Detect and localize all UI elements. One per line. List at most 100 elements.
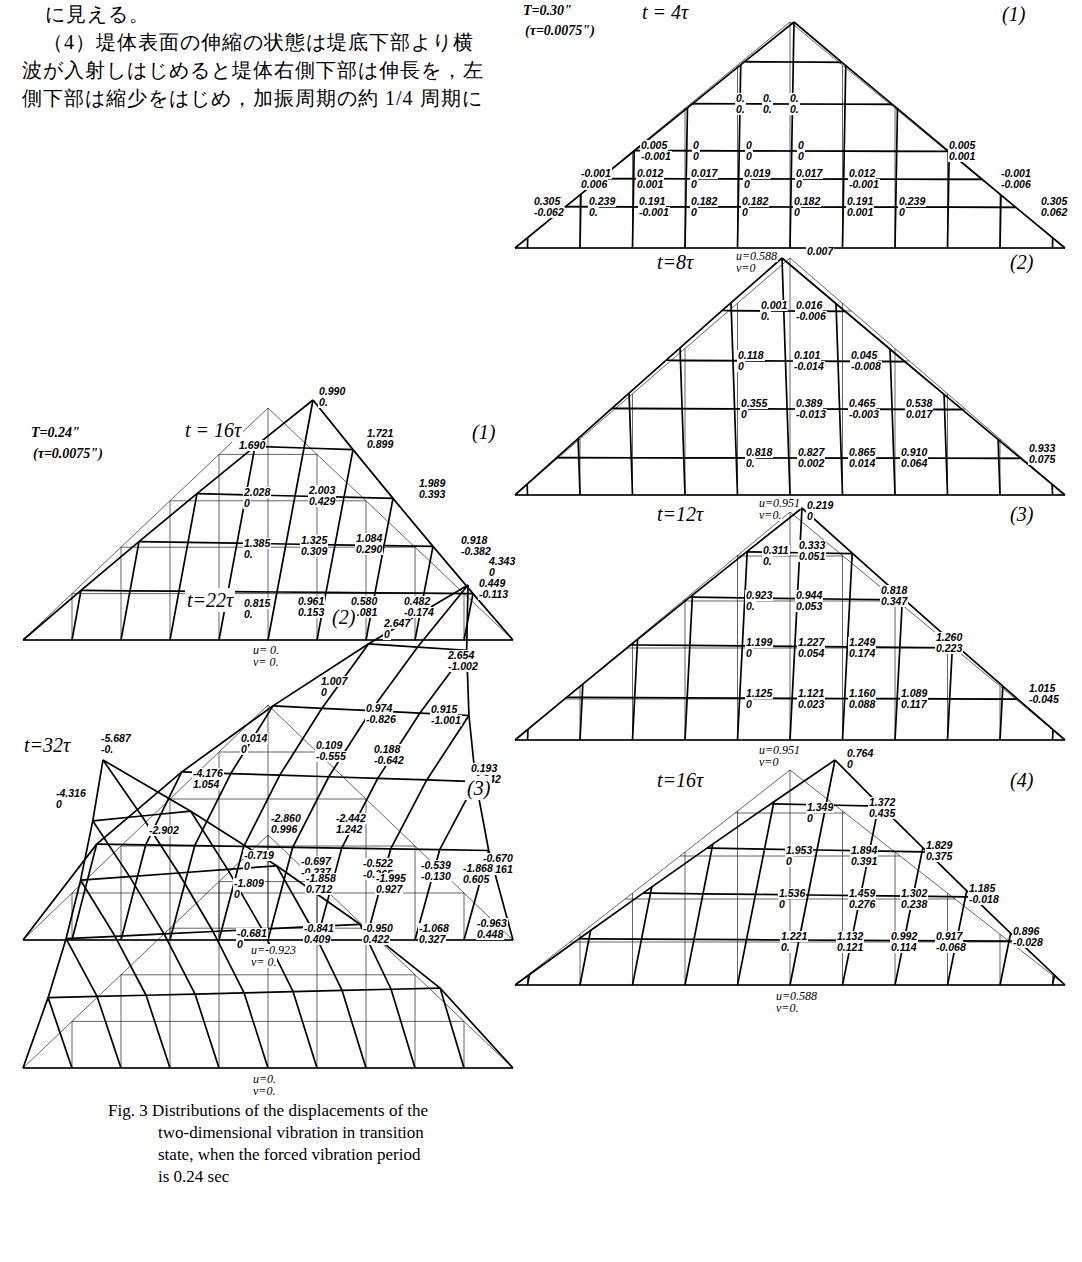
displacement-value: 0 [745,140,753,151]
displacement-value: -0.522 [362,858,394,869]
undeformed-mesh-line [121,975,122,1068]
deformed-mesh-line [731,303,737,495]
undeformed-mesh-line [790,258,1065,495]
displacement-value: 0 [793,207,801,218]
displacement-value: 0. [318,397,329,408]
displacement-value: -2.902 [148,825,180,836]
deformed-mesh-line [23,400,313,640]
undeformed-mesh-line [1000,195,1001,248]
displacement-value: 0.053 [795,601,823,612]
displacement-value: 0.054 [797,648,825,659]
displacement-value: 0 [797,151,805,162]
displacement-value: 0.865 [848,447,876,458]
displacement-value: 2.003 [308,485,336,496]
base-displacement: u=0.951 [758,744,801,756]
deformed-mesh-line [72,590,81,640]
displacement-value: 0.482 [403,596,431,607]
displacement-value: 0.012 [636,168,664,179]
figure-heading: (2) [330,605,357,629]
displacement-value: 0.239 [588,196,616,207]
displacement-value: 0 [797,140,805,151]
displacement-value: 1.125 [745,688,773,699]
deformed-mesh-line [835,760,1065,985]
displacement-value: 0.429 [308,496,336,507]
displacement-value: 2.654 [447,650,475,661]
displacement-value: 0.002 [797,458,825,469]
displacement-value: 0.219 [806,500,834,511]
body-text: に見える。 [45,2,150,26]
displacement-value: 0.238 [900,899,928,910]
displacement-value: 0. [762,93,773,104]
displacement-value: 1.242 [335,824,363,835]
displacement-value: 0.422 [362,934,390,945]
figure-heading: (2) [1008,250,1035,274]
deformed-mesh-line [93,821,219,1068]
displacement-value: 0.012 [848,168,876,179]
deformed-mesh-line [895,598,902,740]
deformed-mesh-line [103,760,513,1068]
displacement-value: 0 [778,899,786,910]
displacement-value: -0.382 [460,546,492,557]
undeformed-mesh-line [1052,730,1053,740]
displacement-value: 1.325 [300,535,328,546]
displacement-value: 0.448 [476,929,504,940]
displacement-value: -0.001 [580,168,612,179]
deformed-mesh-line [794,22,1065,248]
body-text: （4）堤体表面の伸縮の状態は堤底下部より横波が入射しはじめると堤体右側下部は伸長… [22,28,488,112]
deformed-mesh-line [527,238,529,248]
undeformed-mesh-line [790,770,1065,985]
base-displacement: v=0. [758,509,782,521]
displacement-value: 0.389 [795,398,823,409]
deformed-mesh-line [580,930,591,985]
displacement-value: -0.062 [533,207,565,218]
displacement-value: 0 [690,179,698,190]
displacement-value: 0.191 [846,196,874,207]
undeformed-mesh-line [790,512,1065,740]
displacement-value: -0.008 [850,361,882,372]
displacement-value: 0.017 [905,409,933,420]
displacement-value: 0.193 [470,763,498,774]
displacement-value: 0.996 [270,824,298,835]
deformed-mesh-line [515,508,802,740]
base-displacement: u=0.951 [758,497,801,509]
displacement-value: -0.963 [476,918,508,929]
deformed-mesh-line [527,729,529,740]
undeformed-mesh-line [685,852,686,985]
undeformed-mesh-line [790,22,1065,248]
displacement-value: -2.442 [335,813,367,824]
displacement-value: -0.681 [236,928,268,939]
undeformed-mesh-line [219,882,220,1068]
dam-figure [23,400,513,640]
undeformed-mesh-line [464,893,465,940]
displacement-value: -1.068 [418,923,450,934]
undeformed-mesh-line [737,556,738,740]
deformed-mesh-line [268,585,468,940]
deformed-mesh-line [836,304,842,495]
figure-heading: (4) [1008,768,1035,792]
base-displacement: v= 0. [250,956,277,968]
base-displacement: u= 0. [252,644,280,656]
base-displacement: v=0. [775,1002,799,1014]
undeformed-mesh-line [1052,238,1053,248]
displacement-value: 2.647 [383,618,411,629]
deformed-mesh-line [1051,484,1053,495]
displacement-value: 0.927 [375,884,403,895]
deformed-mesh-line [890,349,895,495]
figure-heading: t=8τ [655,250,695,274]
displacement-value: 1.160 [848,688,876,699]
base-displacement: u=0.588 [775,990,818,1002]
figure-heading: (3) [1008,502,1035,526]
displacement-value: 1.349 [806,802,834,813]
deformed-mesh-line [843,65,846,248]
displacement-value: 0.001 [636,179,664,190]
displacement-value: 1.302 [900,888,928,899]
displacement-value: 0.311 [762,545,790,556]
displacement-value: -0.642 [373,755,405,766]
displacement-value: -0.006 [1000,179,1032,190]
displacement-value: 0 [741,207,749,218]
deformed-mesh-line [629,393,632,495]
displacement-value: 0.815 [243,598,271,609]
deformed-mesh-line [895,848,923,985]
displacement-value: 1.249 [848,637,876,648]
